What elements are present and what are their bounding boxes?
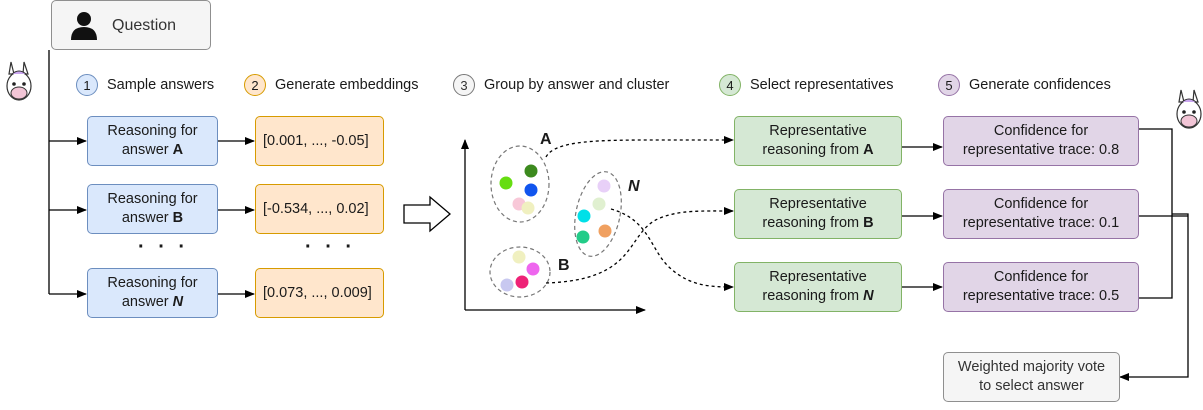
confidence-box-n: Confidence for representative trace: 0.5 bbox=[943, 262, 1139, 312]
representative-line: Representative bbox=[769, 123, 867, 139]
confidence-value: representative trace: 0.1 bbox=[962, 215, 1120, 231]
ellipsis: · · · bbox=[138, 236, 190, 258]
point bbox=[577, 209, 591, 223]
dashed-arrow-a bbox=[545, 136, 734, 158]
embedding-box-a: [0.001, ..., -0.05] bbox=[255, 116, 384, 166]
cluster-n-ellipse bbox=[574, 171, 622, 257]
confidence-line: Confidence for bbox=[993, 123, 1089, 139]
answer-letter: N bbox=[863, 288, 874, 304]
point bbox=[597, 179, 611, 193]
confidence-line: Confidence for bbox=[993, 269, 1089, 285]
point bbox=[524, 164, 538, 178]
answer-letter: N bbox=[172, 294, 184, 310]
representative-line: Representative bbox=[769, 196, 867, 212]
hollow-arrow-icon bbox=[403, 195, 452, 233]
answer-letter: A bbox=[172, 142, 184, 158]
llama-icon bbox=[1176, 89, 1202, 129]
reasoning-prefix: answer bbox=[121, 294, 173, 310]
vote-line: Weighted majority vote bbox=[957, 359, 1106, 375]
reasoning-prefix: answer bbox=[121, 210, 173, 226]
reasoning-box-b: Reasoning for answer B bbox=[87, 184, 218, 234]
step-label: Generate embeddings bbox=[275, 77, 419, 93]
step-label: Group by answer and cluster bbox=[484, 77, 670, 93]
point bbox=[512, 250, 526, 264]
representative-box-a: Representative reasoning from A bbox=[734, 116, 902, 166]
confidence-box-b: Confidence for representative trace: 0.1 bbox=[943, 189, 1139, 239]
point bbox=[598, 224, 612, 238]
person-icon bbox=[71, 12, 97, 40]
question-box: Question bbox=[51, 0, 211, 50]
step-label: Generate confidences bbox=[969, 77, 1111, 93]
step-number: 5 bbox=[938, 74, 960, 96]
answer-letter: A bbox=[863, 142, 874, 158]
step-2: 2 Generate embeddings bbox=[244, 74, 419, 96]
reasoning-prefix: answer bbox=[121, 142, 173, 158]
representative-prefix: reasoning from bbox=[762, 142, 864, 158]
cluster-a-ellipse bbox=[490, 145, 550, 223]
cluster-b-ellipse bbox=[489, 246, 551, 298]
ellipsis: · · · bbox=[305, 236, 357, 258]
embedding-box-n: [0.073, ..., 0.009] bbox=[255, 268, 384, 318]
merge-line-n bbox=[1139, 214, 1173, 299]
cluster-label-b: B bbox=[558, 257, 570, 274]
answer-letter: B bbox=[172, 210, 184, 226]
vote-line: to select answer bbox=[979, 378, 1084, 394]
dashed-arrow-n bbox=[610, 208, 734, 291]
confidence-line: Confidence for bbox=[993, 196, 1089, 212]
step-label: Sample answers bbox=[107, 77, 215, 93]
vote-box: Weighted majority vote to select answer bbox=[943, 352, 1120, 402]
arrow-to-vote bbox=[1119, 213, 1189, 381]
representative-line: Representative bbox=[769, 269, 867, 285]
step-number: 2 bbox=[244, 74, 266, 96]
reasoning-box-n: Reasoning for answer N bbox=[87, 268, 218, 318]
step-3: 3 Group by answer and cluster bbox=[453, 74, 669, 96]
representative-prefix: reasoning from bbox=[762, 288, 864, 304]
dashed-arrow-b bbox=[545, 206, 734, 284]
representative-prefix: reasoning from bbox=[762, 215, 864, 231]
point bbox=[499, 176, 513, 190]
confidence-box-a: Confidence for representative trace: 0.8 bbox=[943, 116, 1139, 166]
representative-box-n: Representative reasoning from N bbox=[734, 262, 902, 312]
step-number: 4 bbox=[719, 74, 741, 96]
step-5: 5 Generate confidences bbox=[938, 74, 1111, 96]
reasoning-line: Reasoning for bbox=[107, 191, 198, 207]
cluster-label-n: N bbox=[628, 178, 640, 195]
reasoning-line: Reasoning for bbox=[107, 275, 198, 291]
confidence-value: representative trace: 0.5 bbox=[962, 288, 1120, 304]
merge-line-a bbox=[1139, 128, 1173, 214]
reasoning-line: Reasoning for bbox=[107, 123, 198, 139]
reasoning-box-a: Reasoning for answer A bbox=[87, 116, 218, 166]
point bbox=[500, 278, 514, 292]
point bbox=[526, 262, 540, 276]
step-label: Select representatives bbox=[750, 77, 894, 93]
point bbox=[576, 230, 590, 244]
answer-letter: B bbox=[863, 215, 874, 231]
step-number: 1 bbox=[76, 74, 98, 96]
representative-box-b: Representative reasoning from B bbox=[734, 189, 902, 239]
scatter-points bbox=[499, 164, 612, 292]
step-number: 3 bbox=[453, 74, 475, 96]
confidence-value: representative trace: 0.8 bbox=[962, 142, 1120, 158]
point bbox=[524, 183, 538, 197]
step-4: 4 Select representatives bbox=[719, 74, 893, 96]
step-1: 1 Sample answers bbox=[76, 74, 214, 96]
question-label: Question bbox=[112, 16, 177, 34]
point bbox=[592, 197, 606, 211]
cluster-label-a: A bbox=[540, 131, 552, 148]
point bbox=[515, 275, 529, 289]
llama-icon bbox=[6, 61, 32, 101]
embedding-box-b: [-0.534, ..., 0.02] bbox=[255, 184, 384, 234]
point bbox=[521, 201, 535, 215]
